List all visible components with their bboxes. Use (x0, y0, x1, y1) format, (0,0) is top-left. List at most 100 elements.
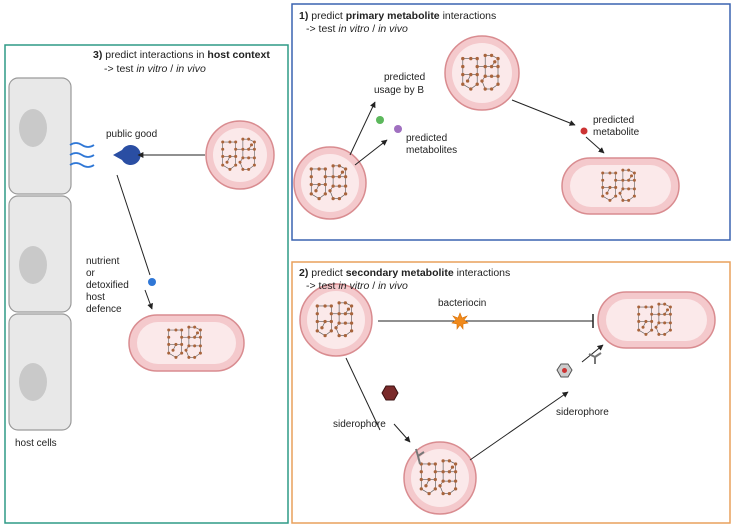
network-node (608, 185, 612, 189)
metabolic-network (315, 301, 354, 338)
network-node (238, 160, 242, 164)
arrow-to-recipient (144, 289, 153, 310)
network-node (337, 164, 341, 168)
network-node (489, 87, 494, 91)
network-node (453, 470, 458, 474)
network-node (328, 189, 332, 193)
network-node (627, 178, 631, 182)
network-node (315, 329, 319, 333)
predicted-usage-dot (376, 116, 384, 124)
network-node (167, 328, 171, 332)
network-node (621, 178, 625, 182)
public-good-icon (113, 145, 141, 165)
network-node (469, 87, 473, 91)
network-node (323, 182, 327, 187)
network-node (654, 325, 658, 329)
nutrient-label: nutrient or detoxified host defence (86, 256, 129, 315)
network-node (323, 333, 327, 338)
network-node (637, 312, 641, 316)
network-node (247, 167, 251, 171)
network-node (601, 185, 605, 189)
network-node (180, 342, 184, 346)
network-node (447, 459, 451, 463)
network-node (252, 140, 256, 144)
panel3-title: 3) predict interactions in host context (93, 49, 270, 61)
network-node (329, 319, 333, 324)
network-node (331, 184, 335, 188)
network-node (668, 312, 672, 316)
network-node (174, 355, 178, 359)
network-node (618, 191, 622, 195)
network-node (315, 312, 319, 316)
network-node (496, 64, 500, 69)
network-node (650, 319, 654, 323)
predicted-metabolite-red-dot (580, 127, 588, 135)
network-node (334, 326, 338, 330)
svg-text:detoxified: detoxified (86, 280, 129, 291)
network-node (187, 325, 191, 329)
panel1-cell-a (293, 146, 367, 220)
network-node (234, 140, 238, 144)
network-node (315, 319, 319, 324)
network-node (614, 178, 618, 182)
network-node (627, 198, 631, 202)
network-node (241, 156, 245, 160)
network-node (180, 335, 184, 339)
network-node (337, 312, 341, 316)
network-node (234, 154, 238, 158)
network-node (349, 321, 354, 325)
receptor-icon (588, 352, 602, 364)
arrow-to-metabolites (354, 139, 388, 166)
network-node (343, 184, 348, 188)
network-node (323, 304, 327, 308)
panel-secondary-metabolite: 2) predict secondary metabolite interact… (291, 261, 731, 524)
panel2-test: -> test in vitro / in vivo (306, 280, 408, 292)
metabolic-network (461, 53, 500, 91)
arrow-to-rod (585, 136, 605, 154)
network-node (314, 189, 318, 193)
network-node (252, 156, 256, 160)
arrow-to-usage (349, 101, 376, 156)
network-node (650, 328, 654, 332)
network-node (221, 154, 225, 158)
network-node (167, 351, 171, 355)
network-node (331, 164, 335, 168)
network-node (241, 137, 245, 141)
network-node (349, 312, 354, 316)
network-node (171, 348, 175, 352)
network-node (601, 171, 605, 175)
metabolic-network (309, 164, 348, 201)
network-node (340, 170, 345, 174)
network-node (228, 154, 232, 158)
network-node (644, 319, 648, 323)
host-cell-nucleus (19, 246, 47, 284)
network-node (469, 56, 473, 61)
network-node (650, 305, 654, 309)
network-node (461, 56, 465, 61)
network-node (337, 301, 341, 305)
metabolic-network (221, 137, 256, 171)
network-node (343, 321, 347, 325)
network-node (496, 82, 500, 86)
network-node (337, 184, 341, 188)
panel2-cell-a (299, 283, 373, 357)
arrow-to-siderophore-right (469, 391, 569, 461)
network-node (627, 187, 631, 191)
network-node (184, 348, 188, 352)
network-node (630, 174, 634, 178)
network-node (627, 168, 631, 172)
network-node (427, 477, 431, 482)
network-node (343, 192, 348, 196)
nutrient-dot (148, 278, 156, 286)
panel1-test: -> test in vitro / in vivo (306, 23, 408, 35)
network-node (309, 175, 313, 179)
network-node (323, 192, 327, 196)
predicted-metabolite-dot (394, 125, 402, 133)
network-node (198, 328, 202, 332)
network-node (668, 328, 672, 332)
network-node (475, 56, 479, 61)
network-node (228, 167, 232, 171)
usage-label-line1: predicted (384, 72, 425, 83)
network-node (187, 344, 191, 348)
network-node (221, 163, 225, 167)
